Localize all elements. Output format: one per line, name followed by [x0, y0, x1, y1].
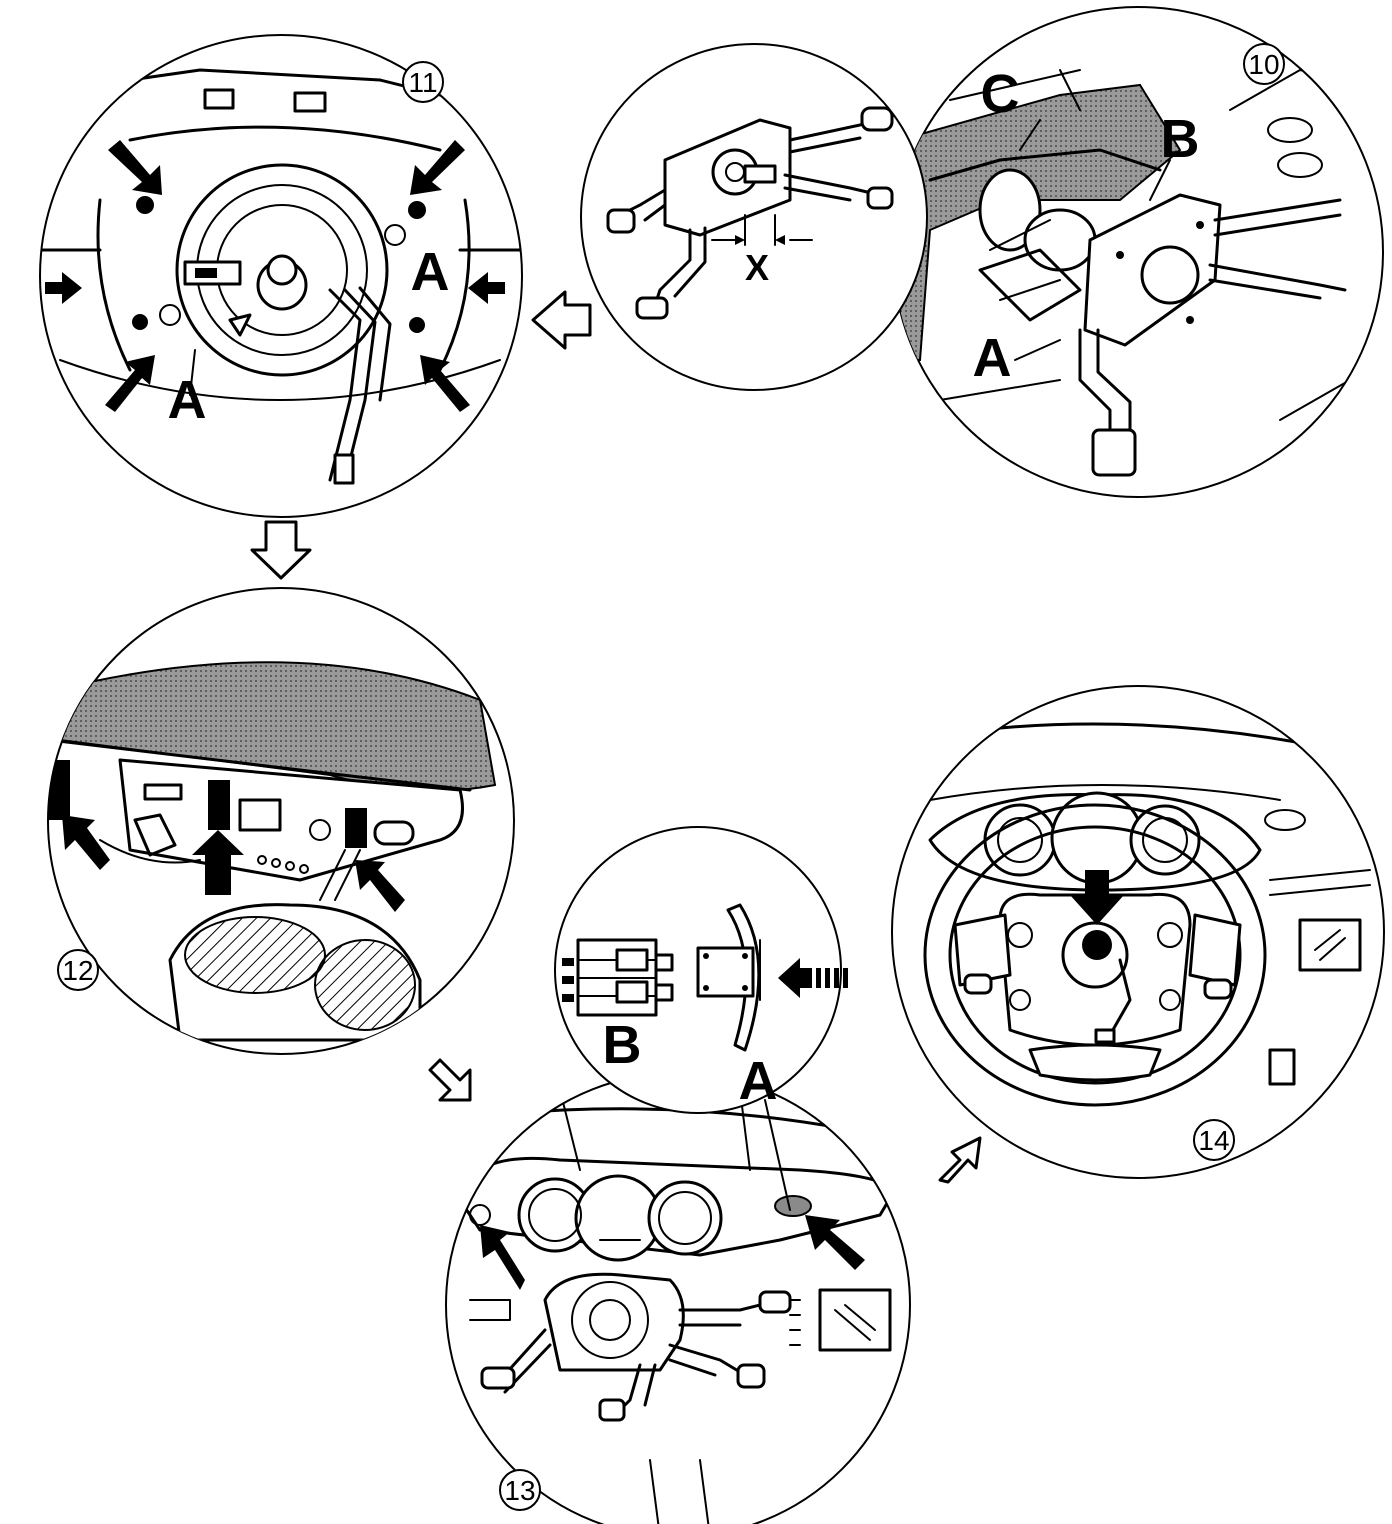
callout-b: B: [603, 1015, 642, 1075]
step-number: 13: [504, 1475, 535, 1506]
panel-step-13: 13: [445, 1072, 911, 1524]
callout-c: C: [981, 64, 1020, 124]
step-badge-13: 13: [499, 1469, 541, 1511]
outlined-arrow-icon: [428, 1058, 472, 1102]
solid-arrow-icon: [480, 1215, 865, 1290]
callout-a: A: [973, 328, 1012, 388]
dashed-arrow-icon: [778, 958, 848, 998]
panel-step-10: C B A 10: [892, 6, 1384, 498]
step-badge-14: 14: [1193, 1119, 1235, 1161]
callout-b: B: [1161, 109, 1200, 169]
step-badge-10: 10: [1243, 43, 1285, 85]
outlined-arrow-icon: [250, 520, 312, 580]
step-number: 14: [1198, 1125, 1229, 1156]
callout-a: A: [739, 1051, 778, 1111]
step-number: 11: [408, 67, 437, 98]
outlined-arrow-icon: [938, 1136, 982, 1184]
outlined-arrow-icon: [531, 290, 592, 350]
panel-step-14: 14: [891, 685, 1385, 1179]
panel-connector-inset: B A: [554, 826, 848, 1211]
solid-arrow-icon: [62, 815, 405, 912]
solid-arrow-icon: [1070, 870, 1124, 925]
step-number: 12: [62, 955, 93, 986]
step-badge-12: 12: [57, 949, 99, 991]
step-badge-11: 11: [402, 61, 444, 103]
dimension-label-x: X: [745, 247, 769, 288]
step-number: 10: [1248, 49, 1279, 80]
panel-step-12: 12: [47, 587, 515, 1055]
panel-switch-detail: X: [580, 43, 928, 391]
callout-a: A: [168, 370, 207, 430]
panel-step-11: A A 11: [39, 34, 523, 518]
callout-a: A: [411, 242, 450, 302]
solid-arrow-icon: [45, 140, 505, 412]
